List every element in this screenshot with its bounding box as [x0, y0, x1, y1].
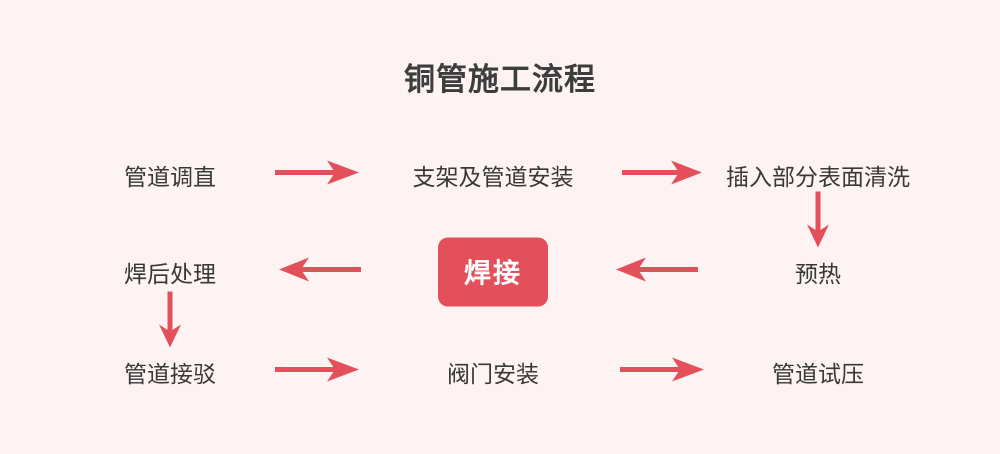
flow-node-charubufenbiaomianqingxi[interactable]: 插入部分表面清洗	[726, 164, 910, 190]
arrow-right-icon	[620, 355, 704, 390]
arrow-right-icon	[275, 158, 359, 193]
flow-node-guandaotiaozhi[interactable]: 管道调直	[124, 164, 216, 190]
flow-node-guandaoshiya[interactable]: 管道试压	[772, 361, 864, 387]
arrow-down-icon	[155, 291, 185, 353]
flow-node-guandaojiebo[interactable]: 管道接驳	[124, 361, 216, 387]
flow-node-zhijiajiguandaoanzhuang[interactable]: 支架及管道安装	[412, 164, 574, 190]
arrow-down-icon	[803, 191, 833, 253]
arrow-right-icon	[275, 355, 359, 390]
arrow-left-icon	[616, 255, 698, 290]
flow-node-yure[interactable]: 预热	[795, 261, 841, 287]
flow-node-famenanzhuang[interactable]: 阀门安装	[447, 361, 539, 387]
arrow-right-icon	[622, 158, 702, 193]
flow-node-hanjie-highlight[interactable]: 焊接	[438, 237, 548, 307]
arrow-left-icon	[279, 255, 361, 290]
page-title: 铜管施工流程	[404, 62, 596, 97]
flow-node-hanhouchuli[interactable]: 焊后处理	[124, 261, 216, 287]
